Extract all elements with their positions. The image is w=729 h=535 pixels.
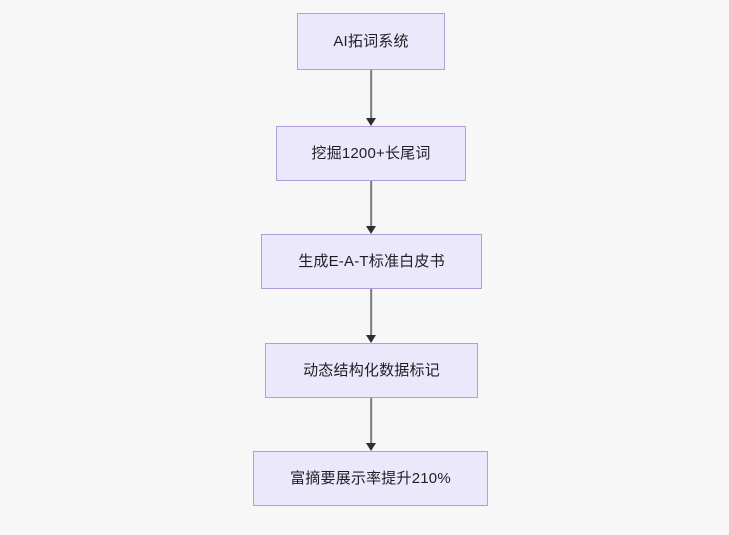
flowchart-node-2-label: 挖掘1200+长尾词 [311, 144, 431, 162]
flowchart-node-4-label: 动态结构化数据标记 [303, 361, 440, 379]
flowchart-edge-2 [361, 181, 381, 234]
flowchart-edge-3-line [370, 289, 372, 336]
flowchart-node-5[interactable]: 富摘要展示率提升210% [253, 451, 488, 506]
flowchart-edge-4 [361, 398, 381, 451]
flowchart-edge-2-line [370, 181, 372, 227]
flowchart-edge-1 [361, 70, 381, 126]
flowchart-node-2[interactable]: 挖掘1200+长尾词 [276, 126, 466, 181]
flowchart-edge-3-arrowhead [366, 335, 376, 343]
flowchart-node-1[interactable]: AI拓词系统 [297, 13, 445, 70]
flowchart-node-3[interactable]: 生成E-A-T标准白皮书 [261, 234, 482, 289]
flowchart-edge-4-arrowhead [366, 443, 376, 451]
flowchart-node-4[interactable]: 动态结构化数据标记 [265, 343, 478, 398]
flowchart-edge-4-line [370, 398, 372, 444]
flowchart-edge-3 [361, 289, 381, 343]
flowchart-node-5-label: 富摘要展示率提升210% [290, 469, 451, 487]
flowchart-node-1-label: AI拓词系统 [333, 32, 409, 50]
flowchart-edge-2-arrowhead [366, 226, 376, 234]
flowchart-node-3-label: 生成E-A-T标准白皮书 [298, 252, 445, 270]
flowchart-edge-1-arrowhead [366, 118, 376, 126]
flowchart-edge-1-line [370, 70, 372, 119]
